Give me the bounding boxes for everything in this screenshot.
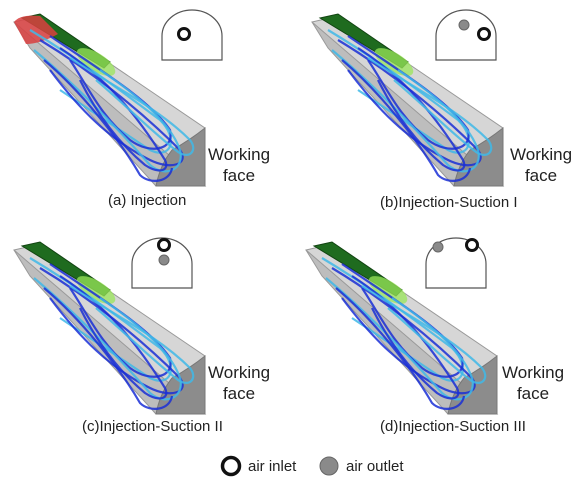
jet-core bbox=[76, 276, 116, 304]
streamline bbox=[43, 59, 174, 182]
legend-outlet-label: air outlet bbox=[346, 457, 404, 475]
panel-caption: (b)Injection-Suction I bbox=[380, 194, 518, 211]
tunnel-scene bbox=[13, 237, 207, 415]
tunnel-scene bbox=[311, 9, 505, 187]
filled-circle-icon bbox=[319, 456, 339, 476]
legend-inlet-label: air inlet bbox=[248, 457, 297, 475]
tunnel-section-outline bbox=[161, 9, 223, 61]
streamline bbox=[357, 47, 466, 172]
cross-section-icon bbox=[425, 237, 487, 289]
tunnel-group bbox=[13, 241, 207, 415]
panel-caption: (c)Injection-Suction II bbox=[82, 418, 223, 435]
tunnel-section-outline bbox=[435, 9, 497, 61]
streamline bbox=[367, 57, 493, 156]
cross-section-icon bbox=[161, 9, 223, 61]
streamline bbox=[69, 57, 195, 156]
legend: air inlet air outlet bbox=[0, 454, 576, 478]
tunnel-group bbox=[305, 241, 499, 415]
tunnel-scene bbox=[13, 9, 223, 187]
jet-core bbox=[368, 276, 408, 304]
tunnel-group bbox=[13, 13, 207, 187]
streamline bbox=[341, 59, 472, 182]
streamline bbox=[335, 287, 466, 410]
panel-caption: (d)Injection-Suction III bbox=[380, 418, 526, 435]
cross-section-icon bbox=[435, 9, 497, 61]
air-outlet-marker bbox=[432, 241, 444, 253]
streamline bbox=[69, 285, 195, 384]
air-inlet-marker bbox=[477, 27, 491, 41]
streamline bbox=[351, 275, 460, 400]
air-inlet-marker bbox=[177, 27, 191, 41]
tunnel-group bbox=[311, 13, 505, 187]
air-inlet-marker bbox=[465, 238, 479, 252]
streamline bbox=[361, 285, 487, 384]
streamline bbox=[43, 287, 174, 410]
jet-core bbox=[374, 48, 414, 76]
jet-core bbox=[76, 48, 116, 76]
panel-caption: (a) Injection bbox=[108, 192, 187, 209]
streamline bbox=[59, 275, 168, 400]
high-velocity-zone bbox=[14, 15, 58, 44]
air-inlet-marker bbox=[157, 238, 171, 252]
legend-outlet: air outlet bbox=[318, 454, 404, 478]
legend-inlet: air inlet bbox=[220, 454, 296, 478]
ring-icon bbox=[220, 455, 242, 477]
streamline bbox=[59, 47, 168, 172]
cross-section-icon bbox=[131, 237, 193, 289]
air-outlet-marker bbox=[158, 254, 170, 266]
air-outlet-marker bbox=[458, 19, 470, 31]
tunnel-scene bbox=[305, 237, 499, 415]
